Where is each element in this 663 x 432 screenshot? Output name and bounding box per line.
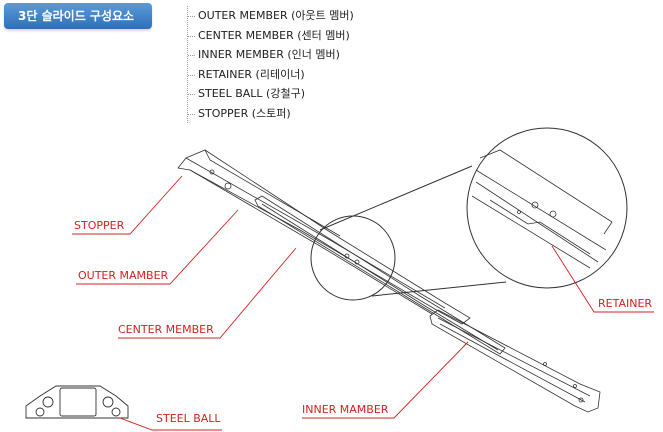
outer-member-flange <box>185 149 446 315</box>
detail-connector <box>319 165 507 297</box>
outer-member-outline <box>177 149 471 325</box>
parts-list-item-center-member: CENTER MEMBER (센터 멤버) <box>188 26 354 46</box>
rail-hole <box>344 253 350 259</box>
rail-hole <box>354 259 360 265</box>
leader-inner <box>302 341 469 419</box>
detail-large-circle <box>466 127 628 289</box>
rail-hole <box>573 384 577 388</box>
leader-steel-ball <box>119 417 222 431</box>
parts-list: OUTER MEMBER (아웃트 멤버) CENTER MEMBER (센터 … <box>187 6 354 123</box>
callout-outer-member: OUTER MAMBER <box>78 269 169 282</box>
steel-ball-left-lower <box>35 407 45 417</box>
steel-ball-cross-section <box>25 385 129 419</box>
leader-stopper <box>72 175 183 235</box>
leader-outer <box>76 209 239 285</box>
rail-hole <box>549 210 557 218</box>
rail-hole <box>209 169 215 175</box>
title-badge: 3단 슬라이드 구성요소 <box>4 3 152 29</box>
cross-section-body <box>59 387 97 417</box>
parts-list-item-stopper: STOPPER (스토퍼) <box>188 104 354 124</box>
cross-section-channel <box>25 385 129 419</box>
steel-ball-left <box>42 396 54 408</box>
leader-retainer <box>551 245 654 313</box>
magnified-rail-inner <box>471 195 591 269</box>
leader-lines <box>72 175 654 431</box>
rail-hole <box>543 362 547 366</box>
steel-ball-right <box>102 396 114 408</box>
callout-steel-ball: STEEL BALL <box>156 412 221 425</box>
parts-list-item-outer-member: OUTER MEMBER (아웃트 멤버) <box>188 6 354 26</box>
inner-member-outline <box>429 309 601 413</box>
parts-list-item-steel-ball: STEEL BALL (강철구) <box>188 84 354 104</box>
rail-hole <box>578 397 584 403</box>
callout-inner-member: INNER MAMBER <box>302 403 389 416</box>
parts-list-item-retainer: RETAINER (리테이너) <box>188 65 354 85</box>
rail-assembly <box>177 149 601 413</box>
magnified-rail-outer <box>475 149 613 263</box>
callout-retainer: RETAINER <box>598 297 653 310</box>
rail-hole <box>224 182 232 190</box>
detail-callout <box>310 127 628 301</box>
callout-stopper: STOPPER <box>74 219 125 232</box>
callout-center-member: CENTER MEMBER <box>118 323 214 336</box>
parts-list-item-inner-member: INNER MEMBER (인너 멤버) <box>188 45 354 65</box>
inner-member-rib <box>437 317 591 403</box>
rail-hole <box>531 201 539 209</box>
rail-hole <box>517 210 521 214</box>
magnified-rail <box>471 149 613 269</box>
leader-center <box>118 247 297 339</box>
steel-ball-right-lower <box>111 407 121 417</box>
